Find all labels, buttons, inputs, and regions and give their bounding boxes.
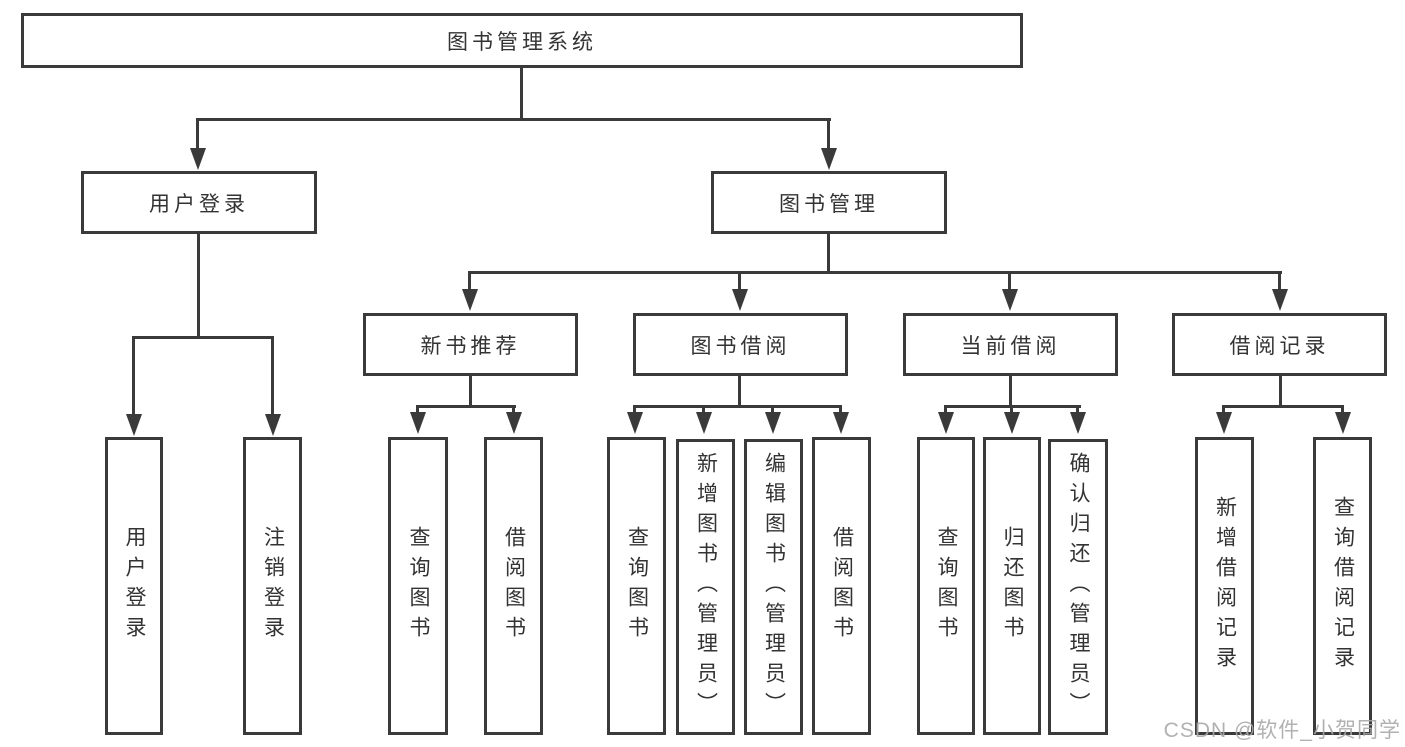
node-label: 新增图书（管理员） xyxy=(694,452,718,722)
arrowhead-down-icon xyxy=(696,412,712,434)
connector-line xyxy=(520,68,523,121)
connector-line xyxy=(468,271,471,292)
arrowhead-down-icon xyxy=(732,289,748,311)
arrowhead-down-icon xyxy=(506,412,522,434)
node-label: 图书管理 xyxy=(779,192,879,216)
node-label: 新书推荐 xyxy=(420,334,521,358)
arrowhead-down-icon xyxy=(938,412,954,434)
node-label: 新增借阅记录 xyxy=(1213,496,1237,676)
connector-line xyxy=(1008,271,1011,292)
node-user-login: 用户登录 xyxy=(81,171,317,234)
arrowhead-down-icon xyxy=(190,148,206,170)
node-leaf-query-borrow-record: 查询借阅记录 xyxy=(1313,437,1372,735)
node-leaf-confirm-return-admin: 确认归还（管理员） xyxy=(1048,439,1108,735)
connector-line xyxy=(944,405,947,417)
connector-line xyxy=(197,118,831,121)
node-leaf-edit-books-admin: 编辑图书（管理员） xyxy=(744,439,803,735)
connector-line xyxy=(1010,405,1013,417)
node-book-management: 图书管理 xyxy=(711,171,947,234)
connector-line xyxy=(512,405,515,417)
node-label: 查询图书 xyxy=(625,526,649,646)
connector-line xyxy=(416,405,516,408)
connector-line xyxy=(633,405,636,417)
connector-line xyxy=(271,336,274,415)
connector-line xyxy=(702,405,705,417)
arrowhead-down-icon xyxy=(1272,289,1288,311)
connector-line xyxy=(416,405,419,417)
watermark: CSDN @软件_小贺同学 xyxy=(1163,719,1401,742)
node-leaf-query-books-3: 查询图书 xyxy=(917,437,975,735)
node-label: 编辑图书（管理员） xyxy=(762,452,786,722)
connector-line xyxy=(827,118,830,150)
node-leaf-borrow-books-2: 借阅图书 xyxy=(812,437,871,735)
connector-line xyxy=(827,234,830,273)
connector-line xyxy=(132,336,135,415)
arrowhead-down-icon xyxy=(765,412,781,434)
node-leaf-logout: 注销登录 xyxy=(243,437,302,735)
connector-line xyxy=(633,405,842,408)
node-leaf-return-books: 归还图书 xyxy=(983,437,1041,735)
node-label: 当前借阅 xyxy=(960,334,1061,358)
node-label: 注销登录 xyxy=(261,526,285,646)
node-label: 图书管理系统 xyxy=(447,30,597,54)
connector-line xyxy=(196,118,199,150)
arrowhead-down-icon xyxy=(821,148,837,170)
arrowhead-down-icon xyxy=(410,412,426,434)
arrowhead-down-icon xyxy=(627,412,643,434)
connector-line xyxy=(1222,405,1344,408)
connector-line xyxy=(1222,405,1225,417)
node-label: 确认归还（管理员） xyxy=(1067,452,1090,722)
connector-line xyxy=(738,271,741,292)
node-label: 查询图书 xyxy=(407,526,430,646)
node-leaf-add-books-admin: 新增图书（管理员） xyxy=(676,439,735,735)
connector-line xyxy=(469,376,472,407)
arrowhead-down-icon xyxy=(833,412,849,434)
node-label: 查询图书 xyxy=(935,526,958,646)
connector-line xyxy=(1341,405,1344,417)
node-label: 借阅图书 xyxy=(830,526,854,646)
arrowhead-down-icon xyxy=(126,414,142,436)
connector-line xyxy=(1076,405,1079,417)
node-borrowing-records: 借阅记录 xyxy=(1172,313,1387,376)
connector-line xyxy=(1009,376,1012,407)
node-label: 借阅记录 xyxy=(1229,334,1330,358)
connector-line xyxy=(738,376,741,407)
connector-line xyxy=(468,271,1282,274)
node-leaf-query-books-1: 查询图书 xyxy=(388,437,448,735)
connector-line xyxy=(771,405,774,417)
connector-line xyxy=(1278,271,1281,292)
node-leaf-borrow-books-1: 借阅图书 xyxy=(484,437,543,735)
node-leaf-query-books-2: 查询图书 xyxy=(607,437,666,735)
arrowhead-down-icon xyxy=(1004,412,1020,434)
arrowhead-down-icon xyxy=(1002,289,1018,311)
node-leaf-add-borrow-record: 新增借阅记录 xyxy=(1195,437,1254,735)
node-label: 用户登录 xyxy=(123,526,146,646)
arrowhead-down-icon xyxy=(1335,412,1351,434)
node-label: 用户登录 xyxy=(149,192,249,216)
arrowhead-down-icon xyxy=(1070,412,1086,434)
connector-line xyxy=(197,234,200,338)
node-current-borrowing: 当前借阅 xyxy=(903,313,1118,376)
node-book-borrowing: 图书借阅 xyxy=(633,313,848,376)
connector-line xyxy=(1279,376,1282,407)
node-leaf-user-login: 用户登录 xyxy=(105,437,163,735)
connector-line xyxy=(839,405,842,417)
arrowhead-down-icon xyxy=(265,414,281,436)
connector-line xyxy=(132,336,274,339)
arrowhead-down-icon xyxy=(462,289,478,311)
node-label: 归还图书 xyxy=(1001,526,1024,646)
node-label: 查询借阅记录 xyxy=(1331,496,1355,676)
node-new-book-recommend: 新书推荐 xyxy=(363,313,578,376)
node-label: 借阅图书 xyxy=(502,526,526,646)
node-label: 图书借阅 xyxy=(690,334,791,358)
arrowhead-down-icon xyxy=(1216,412,1232,434)
node-root: 图书管理系统 xyxy=(21,13,1023,68)
